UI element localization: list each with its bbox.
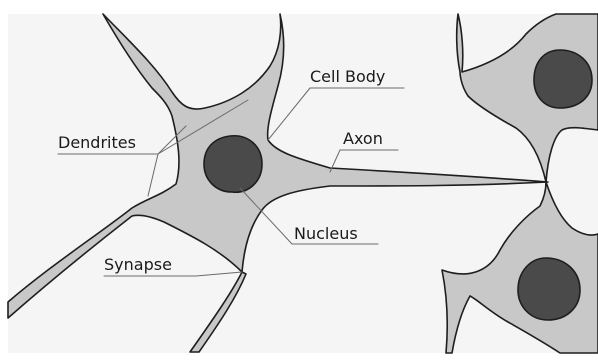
label-dendrites: Dendrites bbox=[58, 133, 136, 152]
label-axon: Axon bbox=[343, 129, 383, 148]
label-synapse: Synapse bbox=[104, 255, 172, 274]
main-neuron-nucleus bbox=[204, 136, 262, 192]
bottom-right-neuron-nucleus bbox=[518, 258, 580, 320]
label-nucleus: Nucleus bbox=[294, 224, 358, 243]
top-right-neuron-nucleus bbox=[534, 50, 592, 108]
label-cell-body: Cell Body bbox=[310, 67, 385, 86]
